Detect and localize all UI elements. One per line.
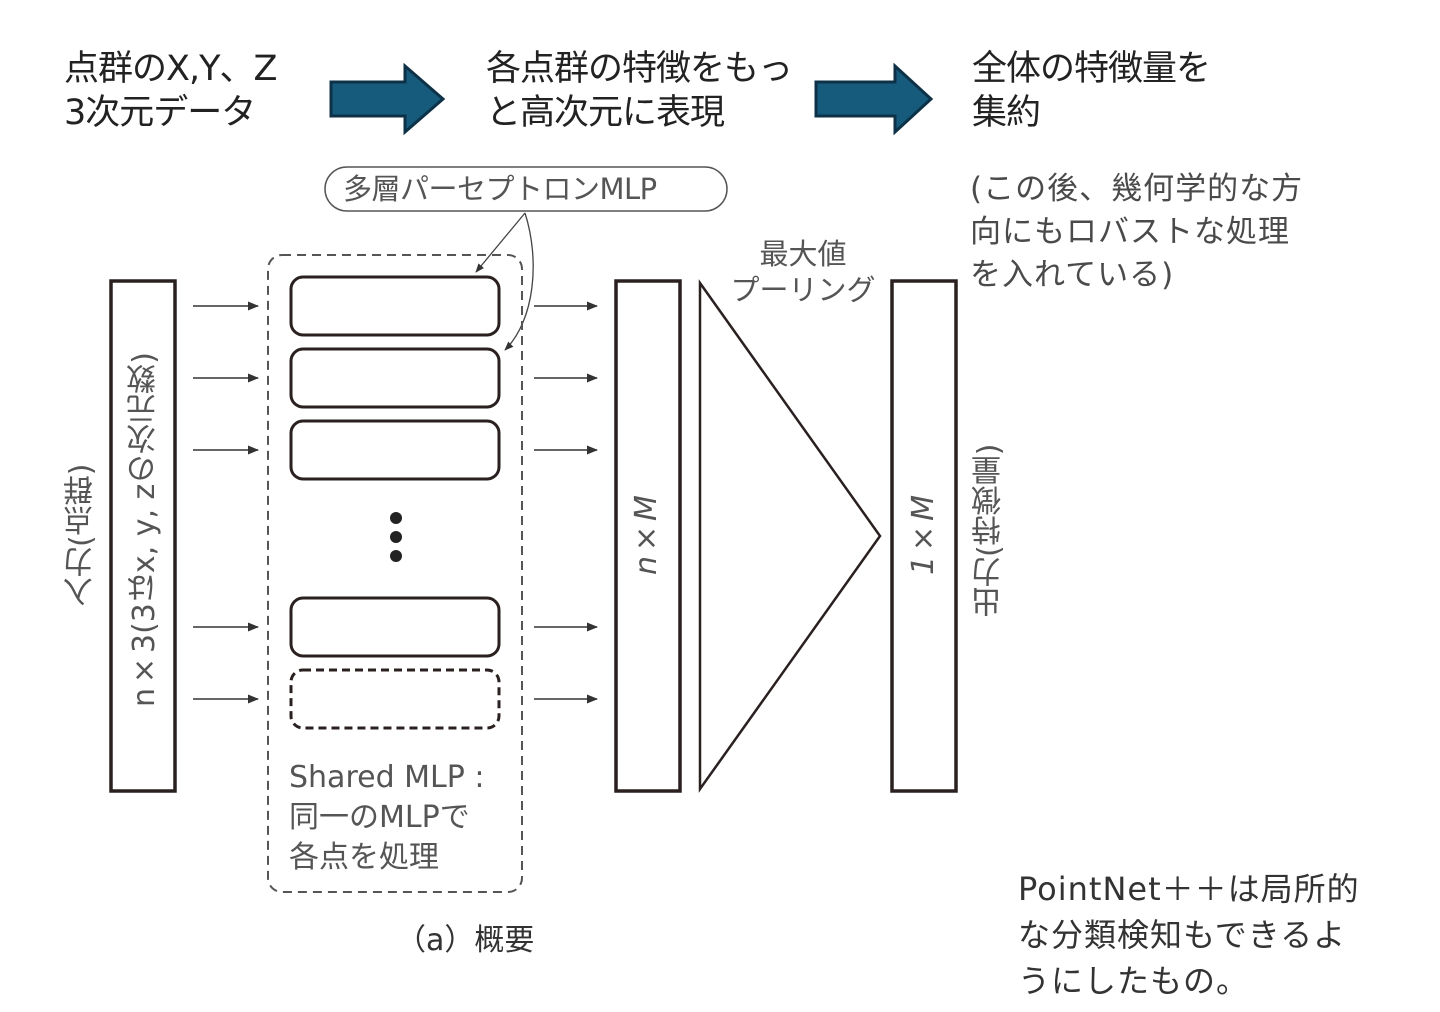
max-pooling-triangle bbox=[698, 279, 882, 793]
ellipsis-dot bbox=[390, 512, 402, 524]
mlp-callout-bubble bbox=[324, 166, 728, 212]
step-2-text: 各点群の特徴をもっ と高次元に表現 bbox=[486, 49, 793, 133]
input-box-label: n×3(3はx, y, zの次元数) bbox=[127, 352, 162, 708]
feature-matrix-box bbox=[614, 279, 682, 793]
shared-mlp-note: Shared MLP : 同一のMLPで 各点を処理 bbox=[289, 760, 485, 875]
mlp-output-arrows bbox=[534, 301, 599, 704]
robust-processing-note: (この後、幾何学的な方 向にもロバストな処理 を入れている) bbox=[970, 171, 1304, 293]
output-box-label: 1×M bbox=[906, 495, 941, 575]
callout-pointer-1 bbox=[475, 212, 526, 273]
pooling-label: 最大値 プーリング bbox=[730, 237, 876, 307]
output-feature-box bbox=[890, 279, 958, 793]
mlp-block-dashed bbox=[289, 668, 501, 730]
callout-pointer-2 bbox=[504, 212, 534, 351]
input-label: 入力(点群) bbox=[64, 463, 99, 607]
mlp-block bbox=[289, 347, 501, 409]
mlp-block bbox=[289, 275, 501, 337]
input-arrows bbox=[193, 301, 260, 704]
output-label: 出力(特徴量) bbox=[972, 443, 1007, 617]
input-box bbox=[109, 279, 177, 793]
ellipsis-dot bbox=[390, 531, 402, 543]
mlp-block bbox=[289, 419, 501, 481]
step-3-text: 全体の特徴量を 集約 bbox=[972, 49, 1211, 133]
flow-arrow-icon-2 bbox=[814, 62, 934, 136]
flow-arrow-icon-1 bbox=[329, 62, 446, 136]
mlp-callout-label: 多層パーセプトロンMLP bbox=[343, 172, 657, 206]
shared-mlp-container bbox=[267, 254, 523, 893]
figure-caption: （a）概要 bbox=[396, 923, 535, 958]
feature-box-label: n×M bbox=[629, 495, 664, 575]
step-1-text: 点群のX,Y、Z 3次元データ bbox=[64, 49, 277, 133]
pointnet-plus-plus-note: PointNet＋＋は局所的 な分類検知もできるよ うにしたもの。 bbox=[1018, 870, 1360, 1000]
ellipsis-dot bbox=[390, 550, 402, 562]
mlp-block bbox=[289, 596, 501, 658]
